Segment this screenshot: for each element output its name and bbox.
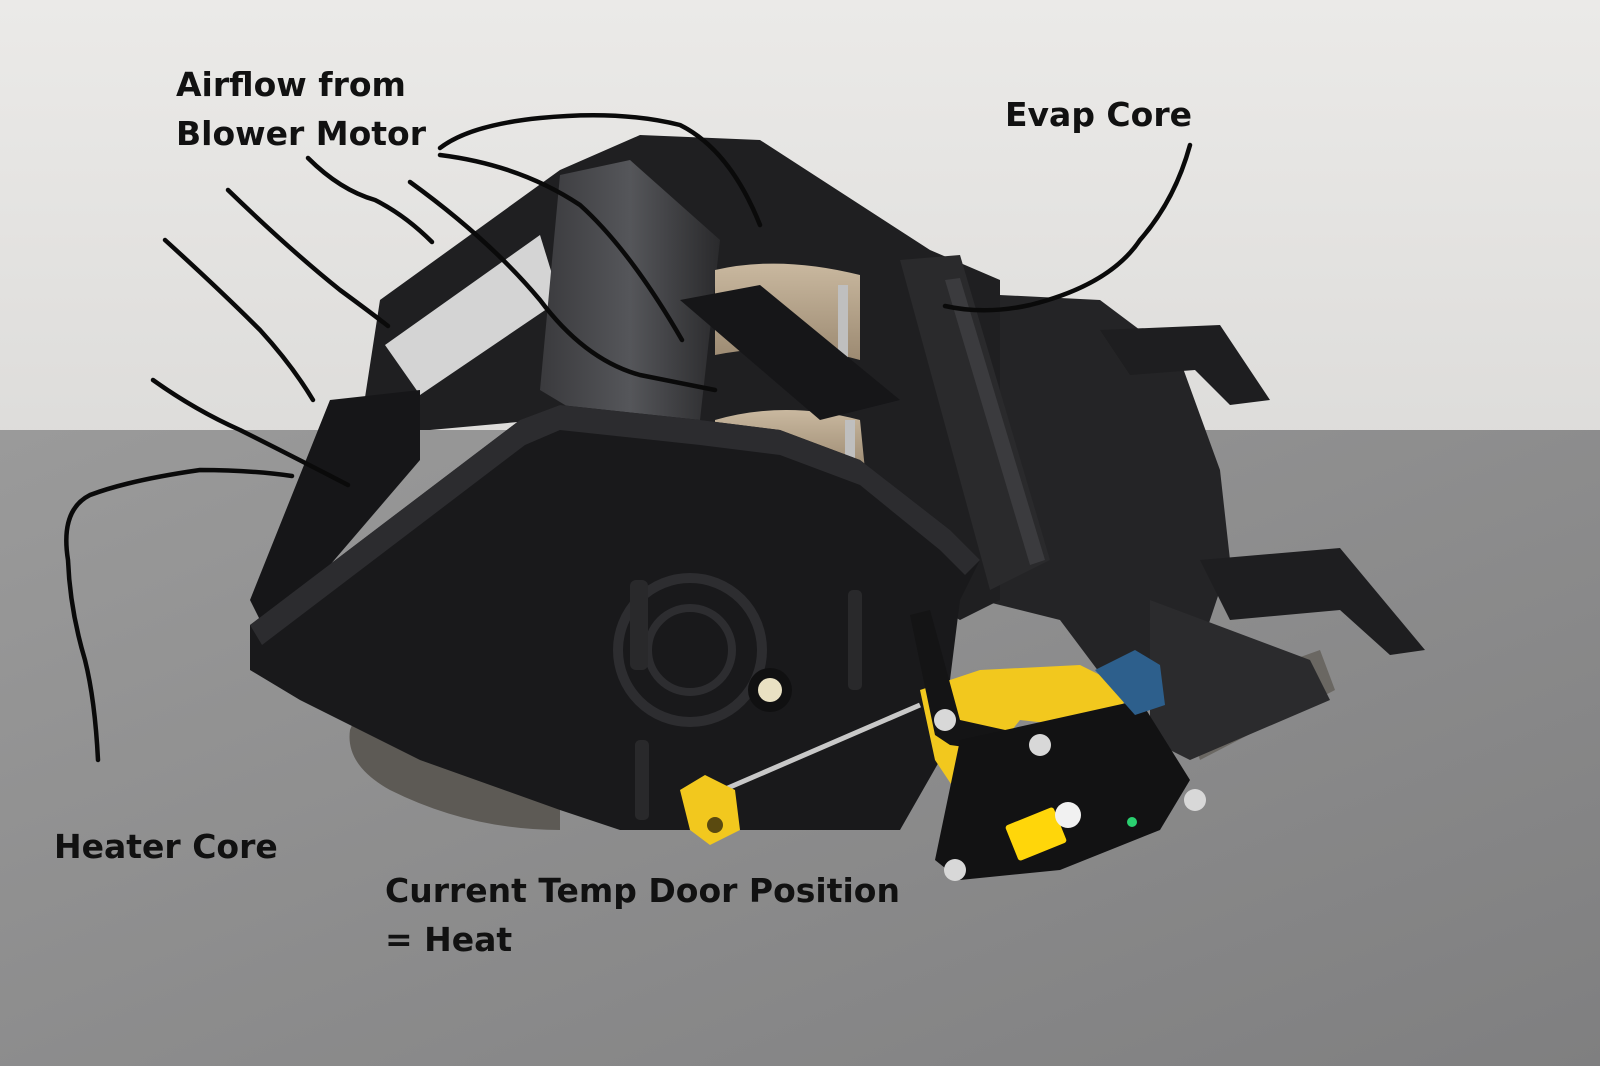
temp-door-position-label: Current Temp Door Position = Heat [385, 866, 900, 964]
temp-door-rod [699, 702, 921, 803]
actuator-body [935, 700, 1190, 880]
actuator-blue-connector [1095, 650, 1165, 715]
pin-boss-bottom [635, 740, 649, 820]
airflow-arrow-line-1 [305, 155, 435, 245]
left-housing-wall [250, 390, 420, 620]
evap-rail-edge [945, 278, 1045, 565]
airflow-label-line-2: Blower Motor [176, 114, 426, 153]
rod-end-link-hole [707, 817, 723, 833]
airflow-arrow-line-3 [162, 237, 316, 403]
mounting-arm-upper [1100, 325, 1270, 405]
airflow-label-line-1: Airflow from [176, 65, 406, 104]
film-cover [540, 160, 720, 420]
temp-door-label-line-1: Current Temp Door Position [385, 871, 900, 910]
temp-door-dial [613, 573, 767, 727]
actuator-screw-2 [1029, 734, 1051, 756]
actuator-status-light [1127, 817, 1137, 827]
heater-core-pivot-bushing [758, 678, 782, 702]
airflow-arrow-line-4 [150, 377, 351, 488]
evap-core-pointer-line [942, 142, 1193, 313]
actuator-screw-4 [944, 859, 966, 881]
temp-door-label-line-2: = Heat [385, 920, 513, 959]
front-panel-rim [250, 405, 980, 645]
heater-core-label: Heater Core [54, 827, 278, 866]
airflow-arrow-line-6 [437, 152, 685, 343]
pin-boss-right [848, 590, 862, 690]
actuator-grommet [1055, 802, 1081, 828]
evap-core-label: Evap Core [1005, 95, 1192, 134]
blend-door [680, 285, 900, 420]
actuator-warning-label [1005, 807, 1067, 861]
right-tray [1150, 600, 1330, 760]
pin-boss-left [630, 580, 648, 670]
airflow-arrow-line-7 [437, 112, 763, 228]
evap-core-clip-lower [845, 420, 855, 475]
evap-core-clip [838, 285, 848, 365]
mounting-arm-lower [1200, 548, 1425, 655]
actuator-screw-1 [934, 709, 956, 731]
airflow-arrow-line-2 [225, 187, 391, 329]
airflow-arrow-line-5 [407, 179, 718, 393]
actuator-screw-3 [1184, 789, 1206, 811]
rod-end-link-yellow [680, 775, 740, 845]
annotation-ink-lines [64, 112, 1193, 763]
airflow-from-blower-motor-label: Airflow from Blower Motor [176, 60, 426, 158]
heater-core-pointer-line [64, 467, 295, 763]
